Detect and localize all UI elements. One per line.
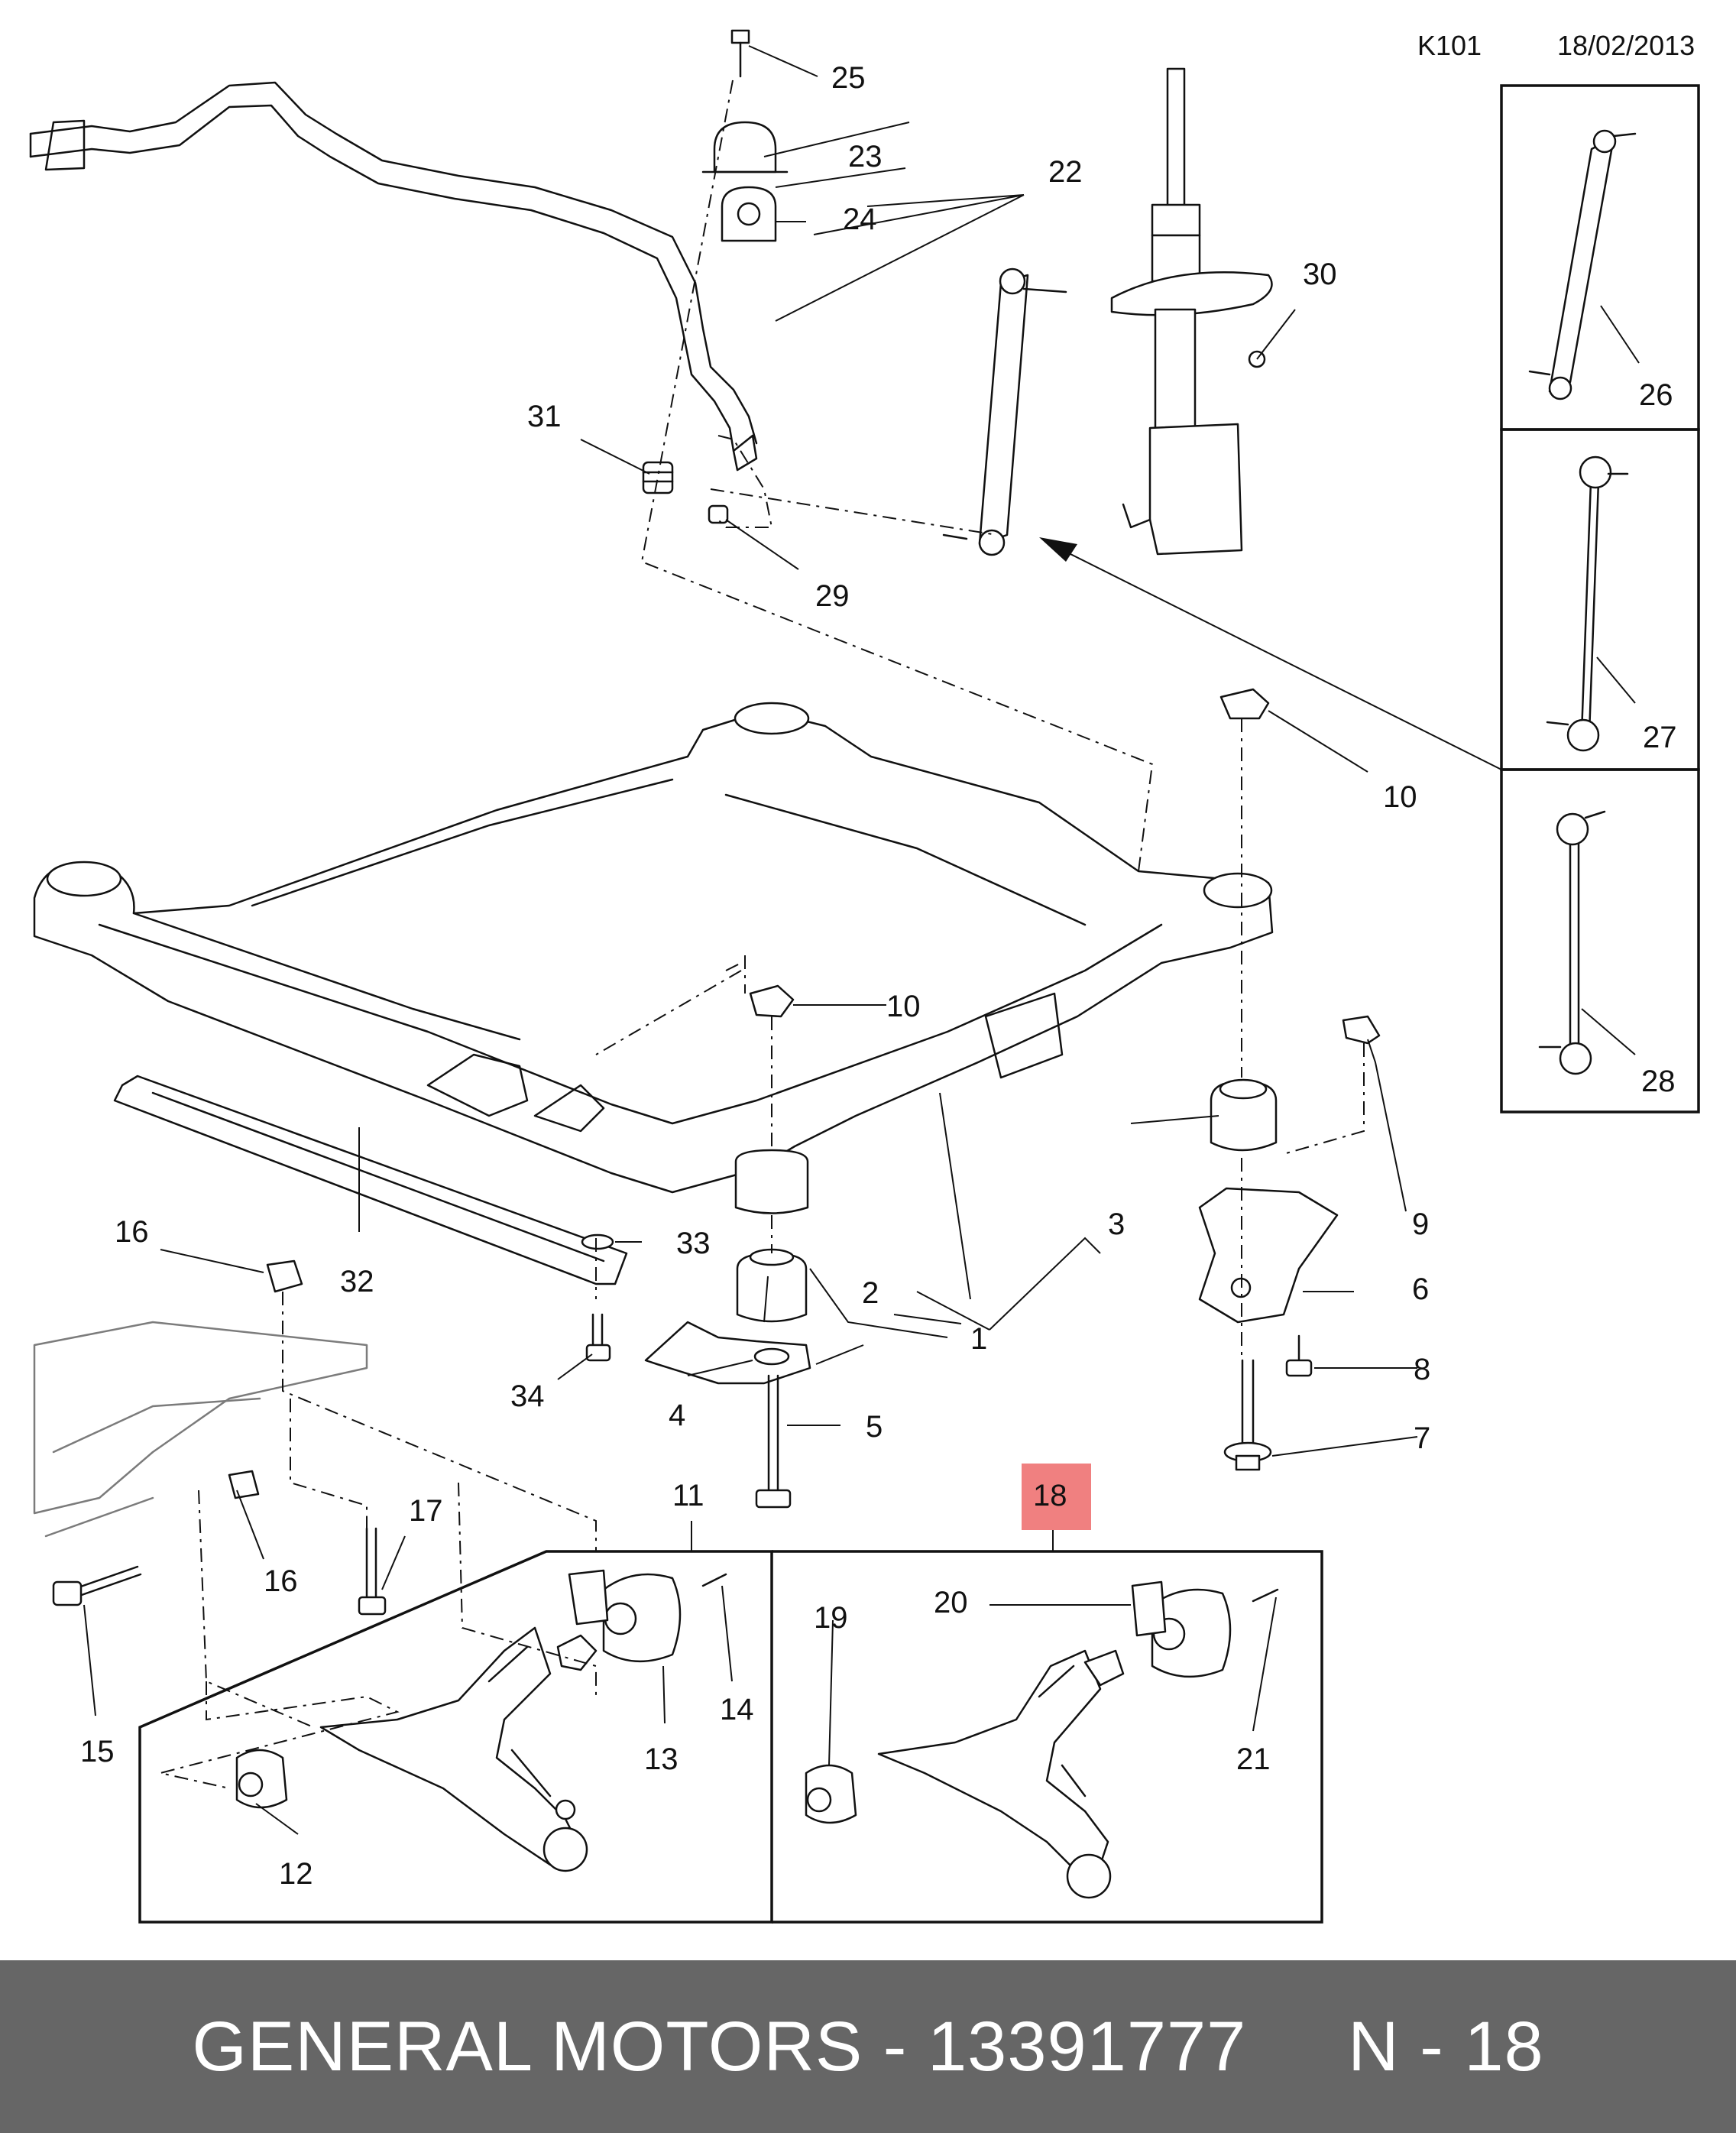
footer-part-number: GENERAL MOTORS - 13391777 N - 18 xyxy=(192,2007,1544,2086)
link-27 xyxy=(1546,455,1629,752)
washer-33 xyxy=(581,1233,614,1250)
callout-26: 26 xyxy=(1639,378,1673,412)
bolt-15 xyxy=(52,1565,142,1606)
header-code: K101 xyxy=(1417,30,1482,61)
callout-10b: 10 xyxy=(886,990,921,1023)
bolt-7 xyxy=(1223,1359,1272,1471)
callout-5: 5 xyxy=(866,1410,883,1444)
callout-4: 4 xyxy=(669,1399,685,1432)
callout-10a: 10 xyxy=(1383,780,1417,814)
nut-31 xyxy=(642,461,674,494)
callout-3: 3 xyxy=(1108,1208,1125,1241)
callout-7: 7 xyxy=(1414,1421,1430,1455)
arm-frames xyxy=(138,1521,1323,1924)
brace-32 xyxy=(113,1075,628,1285)
callout-21: 21 xyxy=(1236,1742,1271,1776)
callout-23: 23 xyxy=(848,140,883,173)
callout-8: 8 xyxy=(1414,1353,1430,1386)
clip-10 xyxy=(749,688,1270,1018)
arrowhead-icon xyxy=(1039,537,1077,562)
callout-27: 27 xyxy=(1643,721,1677,754)
stabilizer-link xyxy=(942,267,1067,556)
callout-labels: 25 23 22 24 30 31 29 26 27 28 10 10 9 3 … xyxy=(80,61,1677,1891)
callout-6: 6 xyxy=(1412,1272,1429,1306)
callout-16b: 16 xyxy=(264,1564,298,1598)
callout-19: 19 xyxy=(814,1601,848,1635)
callout-20: 20 xyxy=(934,1586,968,1619)
parts-diagram: K101 18/02/2013 xyxy=(29,29,1700,1924)
assembly-lines xyxy=(160,79,1365,1789)
mount-3 xyxy=(1210,1078,1278,1152)
callout-14: 14 xyxy=(720,1693,754,1726)
link-28 xyxy=(1538,810,1606,1075)
bolt-17 xyxy=(358,1527,387,1616)
callout-30: 30 xyxy=(1303,258,1337,291)
bolt-34 xyxy=(585,1313,611,1362)
link-26 xyxy=(1528,129,1637,400)
callout-18: 18 xyxy=(1033,1479,1067,1512)
header-date: 18/02/2013 xyxy=(1557,30,1695,61)
callout-24: 24 xyxy=(843,203,877,236)
callout-29: 29 xyxy=(815,579,850,613)
subframe xyxy=(33,702,1274,1214)
callout-13: 13 xyxy=(644,1742,679,1776)
bolt-8 xyxy=(1285,1334,1313,1377)
highlight-18-box xyxy=(1022,1464,1091,1530)
callout-28: 28 xyxy=(1641,1065,1676,1098)
clip-9 xyxy=(1342,1015,1381,1045)
strut xyxy=(1110,67,1273,556)
callout-1: 1 xyxy=(970,1322,987,1356)
callout-22: 22 xyxy=(1048,155,1083,189)
callout-34: 34 xyxy=(510,1379,545,1413)
footer-bar: GENERAL MOTORS - 13391777 N - 18 xyxy=(0,1960,1736,2133)
bolt-5 xyxy=(755,1374,792,1509)
callout-16a: 16 xyxy=(115,1215,149,1249)
control-arm-18 xyxy=(805,1580,1279,1899)
callout-32: 32 xyxy=(340,1265,374,1298)
callout-31: 31 xyxy=(527,400,562,433)
control-arm-11 xyxy=(235,1569,727,1872)
stabilizer-clamp xyxy=(701,121,789,242)
bracket-4 xyxy=(644,1321,811,1385)
callout-9: 9 xyxy=(1412,1208,1429,1241)
callout-15: 15 xyxy=(80,1735,115,1768)
bolt-25 xyxy=(730,29,750,78)
callout-17: 17 xyxy=(409,1494,443,1528)
body-structure xyxy=(33,1321,368,1538)
callout-11: 11 xyxy=(672,1479,704,1512)
callout-25: 25 xyxy=(831,61,866,95)
callout-12: 12 xyxy=(279,1857,313,1891)
callout-33: 33 xyxy=(676,1227,711,1260)
link-inset-panel xyxy=(1500,84,1700,1114)
stabilizer-bar xyxy=(29,81,758,472)
nut-29 xyxy=(708,504,729,524)
mount-2 xyxy=(736,1248,808,1323)
callout-2: 2 xyxy=(862,1276,879,1310)
